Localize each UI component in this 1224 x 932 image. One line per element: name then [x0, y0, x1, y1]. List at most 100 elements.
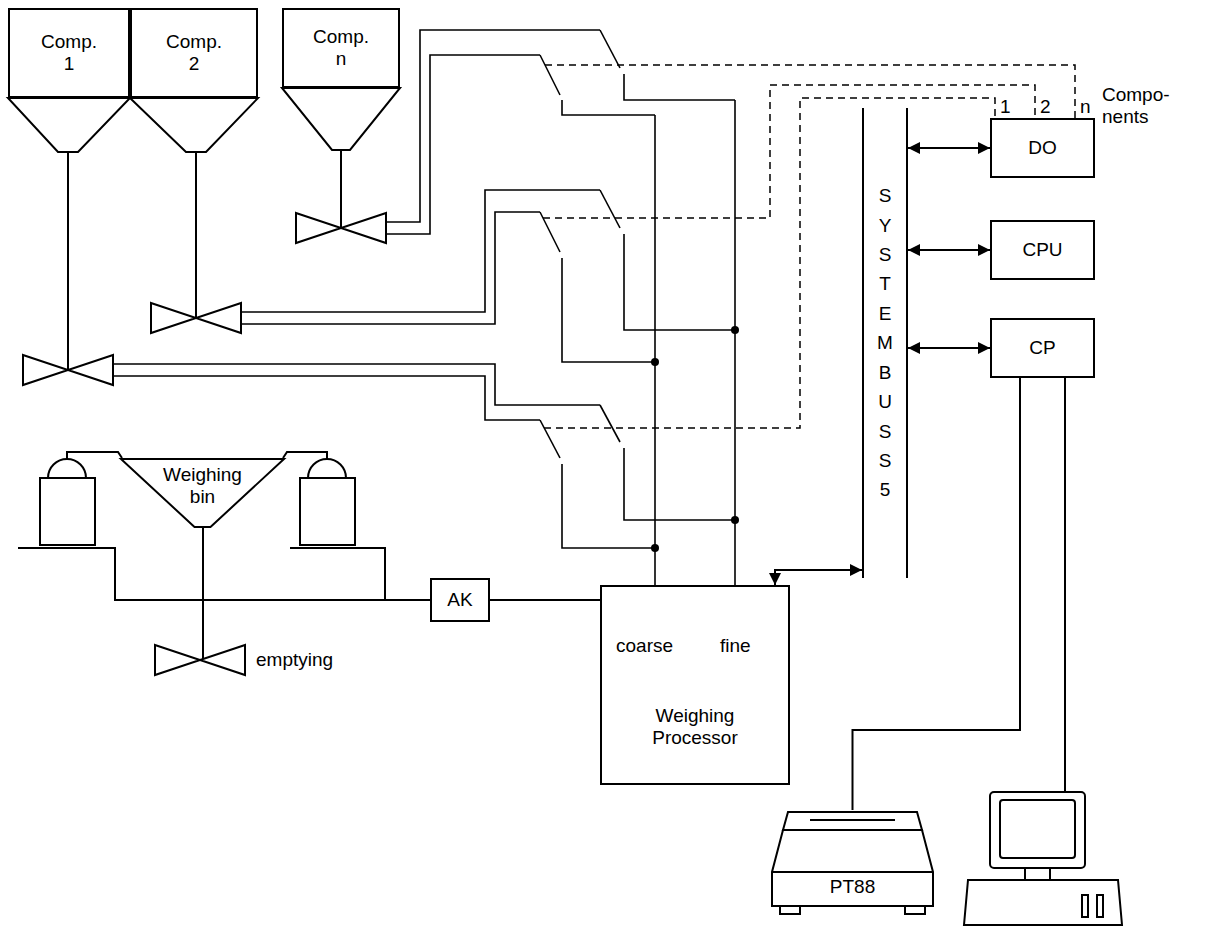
computer-terminal — [1097, 895, 1103, 917]
valve-symbol — [341, 213, 386, 243]
valve-symbol — [196, 303, 241, 333]
scale-frame — [290, 548, 385, 600]
bus-label: SYSTEM BUS S5 — [876, 181, 895, 505]
junction-dot — [651, 544, 659, 552]
valve-label: emptying — [256, 649, 333, 671]
control-signal-line — [543, 85, 1035, 218]
computer-terminal — [964, 792, 1122, 925]
switch-contact — [600, 190, 620, 228]
scale-frame — [18, 548, 430, 600]
printer-outline — [783, 812, 922, 830]
junction-dot — [731, 326, 739, 334]
node-label: DO — [1028, 137, 1057, 159]
control-wire — [386, 30, 600, 222]
node-label: Weighing bin — [163, 464, 242, 508]
load-cell — [40, 478, 95, 545]
silo-hopper — [8, 98, 130, 152]
load-cell — [48, 459, 86, 478]
computer-terminal — [1025, 868, 1050, 880]
silo-hopper — [282, 88, 400, 150]
silo-box: Comp. n — [282, 8, 400, 88]
load-cell — [67, 452, 122, 459]
load-cell — [308, 459, 346, 478]
printer-outline — [905, 906, 925, 914]
module-box: DO — [990, 118, 1095, 178]
valve-symbol — [296, 213, 341, 243]
feed-pipe — [67, 152, 69, 370]
control-signal-line — [544, 98, 995, 428]
control-wire — [624, 448, 735, 520]
silo-box: Comp. 2 — [130, 8, 258, 98]
node-label: coarse — [616, 635, 673, 657]
switch-contact — [600, 30, 620, 68]
feed-pipe — [68, 150, 341, 660]
junction-dot — [651, 358, 659, 366]
control-wire — [386, 55, 540, 234]
system-bus: SYSTEM BUS S5 — [862, 108, 908, 578]
processor-box: coarse fineWeighing Processor — [600, 585, 790, 785]
printer-outline — [772, 830, 933, 906]
junction-dot — [651, 326, 739, 552]
silo-hopper — [130, 98, 258, 152]
control-wire — [624, 74, 735, 100]
valve-symbol — [155, 645, 200, 675]
amplifier-box: AK — [430, 578, 490, 622]
valve-symbol — [151, 303, 196, 333]
computer-terminal — [964, 880, 1122, 925]
control-wire — [562, 100, 655, 115]
control-wire — [734, 100, 736, 628]
node-label: Weighing Processor — [652, 705, 738, 749]
computer-terminal — [1000, 800, 1075, 858]
bin-outline — [121, 459, 284, 527]
control-wire — [624, 234, 735, 330]
node-label: CPU — [1022, 239, 1062, 261]
printer-outline — [810, 819, 895, 821]
node-label: CP — [1029, 337, 1055, 359]
valve-symbol — [23, 213, 386, 675]
feed-pipe — [202, 528, 204, 660]
valve-symbol — [200, 645, 245, 675]
control-wire — [241, 212, 540, 324]
feed-pipe — [340, 150, 342, 228]
silo-box: Comp. 1 — [8, 8, 130, 98]
control-wire — [241, 190, 600, 312]
switch-contact — [600, 405, 620, 442]
node-label: fine — [720, 635, 751, 657]
printer-outline — [772, 871, 933, 873]
terminal-link — [1064, 378, 1066, 792]
junction-dot — [731, 516, 739, 524]
signal-line — [853, 378, 1021, 810]
control-wire — [113, 364, 600, 405]
valve-symbol — [23, 355, 68, 385]
bus-arrow — [775, 570, 862, 585]
load-cell — [40, 452, 355, 545]
signal-line — [490, 599, 600, 601]
switch-contact — [540, 30, 620, 458]
output-number: 1 — [1000, 96, 1011, 118]
node-label: Comp. 1 — [41, 31, 97, 75]
node-label: PT88 — [830, 876, 875, 898]
load-cell — [283, 452, 327, 459]
control-wire — [562, 258, 655, 362]
control-wire — [113, 30, 735, 628]
module-box: CP — [990, 318, 1095, 378]
output-number: n — [1080, 96, 1091, 118]
control-wire — [562, 464, 655, 548]
node-label: Comp. n — [313, 26, 369, 70]
terminal-link — [1064, 378, 1066, 792]
bus-arrow — [908, 147, 990, 149]
switch-contact — [540, 420, 560, 458]
valve-symbol — [68, 355, 113, 385]
weighing-bin: Weighing bin — [120, 458, 285, 528]
printer: PT88 — [770, 810, 935, 918]
module-box: CPU — [990, 220, 1095, 280]
scale-frame — [18, 548, 430, 600]
printer-outline — [770, 810, 935, 918]
load-cell — [300, 478, 355, 545]
switch-contact — [540, 55, 560, 95]
bus-arrow — [908, 249, 990, 251]
printer-outline — [780, 906, 800, 914]
feed-pipe — [195, 152, 197, 318]
